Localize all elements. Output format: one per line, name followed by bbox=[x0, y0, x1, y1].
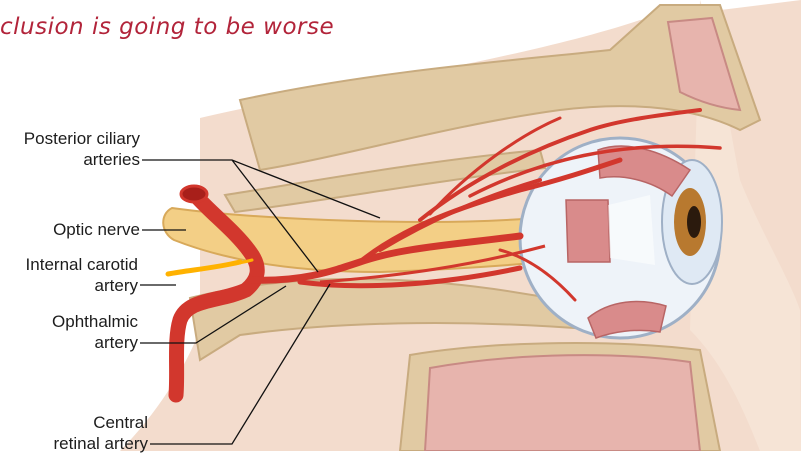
label-central-retinal-artery: Central retinal artery bbox=[4, 412, 148, 454]
label-central-retinal-line2: retinal artery bbox=[53, 434, 148, 453]
label-ophthalmic-artery: Ophthalmic artery bbox=[4, 311, 138, 353]
carotid-cut-end bbox=[179, 184, 209, 204]
handwritten-annotation: clusion is going to be worse bbox=[0, 14, 335, 40]
lacrimal-branch bbox=[428, 116, 562, 216]
label-central-retinal-line1: Central bbox=[93, 413, 148, 432]
frontal-bone bbox=[238, 4, 762, 172]
leader-lines bbox=[140, 159, 381, 445]
central-retinal-artery bbox=[319, 244, 546, 284]
frontal-sinus bbox=[666, 16, 742, 112]
label-internal-carotid-line1: Internal carotid bbox=[25, 255, 138, 274]
ophthalmic-artery-lower bbox=[297, 265, 523, 289]
internal-carotid-artery bbox=[168, 188, 265, 403]
highlight-mark-2 bbox=[198, 258, 254, 272]
label-optic-nerve: Optic nerve bbox=[4, 219, 140, 240]
leader-ophthalmic bbox=[140, 285, 287, 344]
muscle-tendon-fan bbox=[608, 195, 655, 265]
label-posterior-ciliary-line2: arteries bbox=[83, 150, 140, 169]
label-internal-carotid-line2: artery bbox=[94, 276, 138, 295]
inferior-rectus-muscle bbox=[587, 300, 667, 339]
leader-posterior-ciliary bbox=[142, 159, 381, 273]
maxillary-sinus bbox=[423, 354, 702, 451]
posterior-ciliary-artery-2 bbox=[378, 178, 542, 252]
supratrochlear-branch bbox=[468, 144, 722, 198]
label-ophthalmic-line1: Ophthalmic bbox=[52, 312, 138, 331]
pupil bbox=[687, 206, 701, 238]
orbital-roof bbox=[223, 148, 547, 214]
label-internal-carotid-artery: Internal carotid artery bbox=[0, 254, 138, 296]
label-optic-nerve-text: Optic nerve bbox=[53, 220, 140, 239]
leader-central-retinal bbox=[150, 283, 331, 445]
label-posterior-ciliary-line1: Posterior ciliary bbox=[23, 129, 140, 148]
muscular-branch bbox=[498, 248, 577, 302]
lateral-rectus-muscle bbox=[565, 199, 611, 263]
supraorbital-branch bbox=[418, 108, 702, 222]
label-ophthalmic-line2: artery bbox=[94, 333, 138, 352]
posterior-ciliary-artery-1 bbox=[357, 157, 623, 265]
label-posterior-ciliary-arteries: Posterior ciliary arteries bbox=[4, 128, 140, 170]
